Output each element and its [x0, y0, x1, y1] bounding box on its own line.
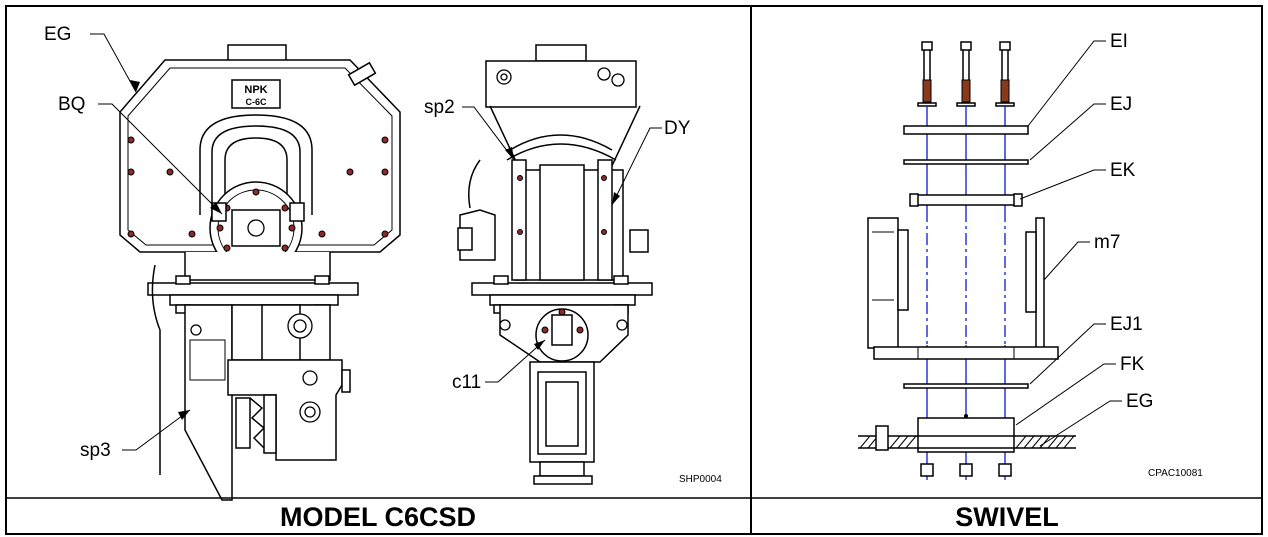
- callout-bq: BQ: [58, 94, 85, 115]
- drawing-code-right: CPAC10081: [1148, 468, 1203, 479]
- side-view-drawing: [457, 44, 653, 485]
- callout-eg-left: EG: [44, 24, 71, 45]
- callout-ej1: EJ1: [1110, 314, 1143, 335]
- nameplate: [231, 79, 281, 109]
- callout-ek: EK: [1110, 160, 1136, 181]
- caption-model: MODEL C6CSD: [279, 501, 477, 532]
- callout-eg-right: EG: [1126, 391, 1153, 412]
- callout-sp2: sp2: [424, 97, 455, 118]
- outer-frame: [5, 5, 1263, 535]
- callout-dy: DY: [664, 118, 691, 139]
- right-callouts: EI EJ EK m7 EJ1 FK EG CPAC10081: [1015, 31, 1203, 479]
- front-view-drawing: NPK C-6C: [119, 44, 401, 501]
- nameplate-line2: C-6C: [245, 97, 267, 107]
- nameplate-line1: NPK: [244, 84, 267, 96]
- bolts: [917, 41, 1015, 107]
- callout-sp3: sp3: [80, 440, 111, 461]
- callout-ej: EJ: [1110, 94, 1132, 115]
- callout-m7: m7: [1094, 232, 1120, 253]
- callout-fk: FK: [1120, 354, 1145, 375]
- callout-ei: EI: [1110, 31, 1128, 52]
- swivel-exploded-drawing: [858, 41, 1076, 480]
- caption-swivel: SWIVEL: [955, 501, 1059, 532]
- callout-c11: c11: [452, 372, 481, 393]
- drawing-code-left: SHP0004: [679, 474, 722, 485]
- left-callouts: EG BQ sp3 sp2 DY c11 SHP0004: [44, 24, 722, 485]
